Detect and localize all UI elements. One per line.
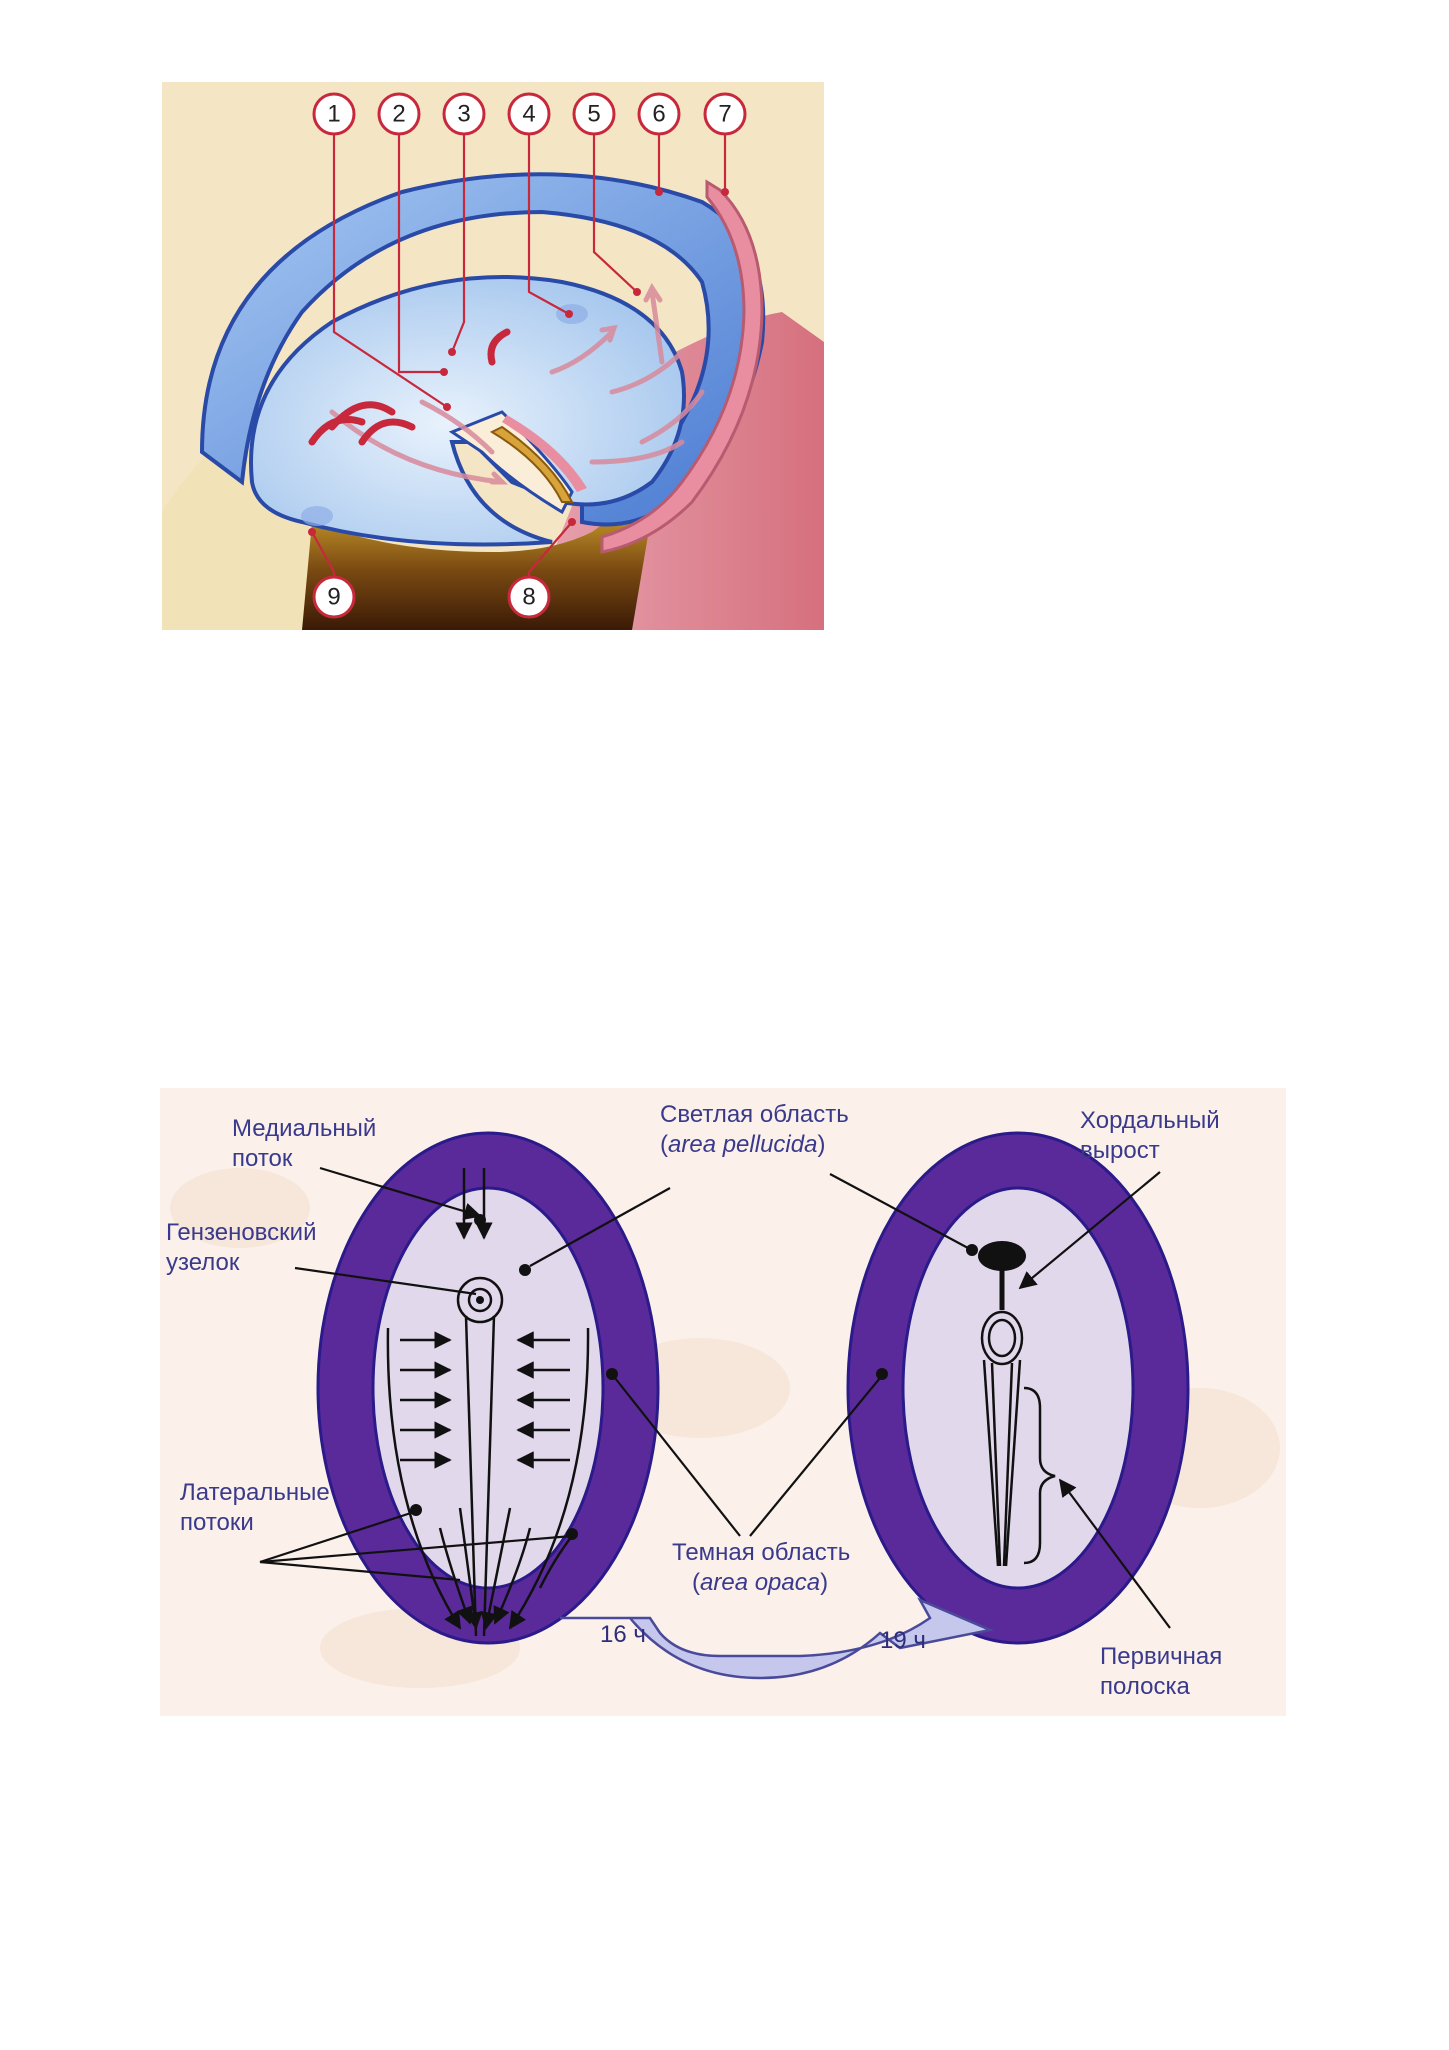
callout-7-text: 7 xyxy=(718,101,731,128)
label-notochord-line1: Хордальный xyxy=(1080,1107,1220,1134)
streak-brace xyxy=(1023,1386,1056,1565)
cut-pink-layer xyxy=(502,415,587,492)
callout-9: 9 xyxy=(312,575,356,619)
callout-9-text: 9 xyxy=(327,584,340,611)
callout-8: 8 xyxy=(507,575,551,619)
callout-8-text: 8 xyxy=(522,584,535,611)
label-medial-flow-line2: поток xyxy=(232,1145,293,1172)
callout-4-text: 4 xyxy=(522,101,535,128)
time-16h: 16 ч xyxy=(600,1621,646,1648)
time-19h: 19 ч xyxy=(880,1627,926,1654)
label-area-opaca-line2: (area opaca) xyxy=(692,1569,828,1596)
label-primitive-streak-line2: полоска xyxy=(1100,1673,1190,1700)
cell-flow-diagram: Медиальный поток Гензеновский узелок Лат… xyxy=(160,1088,1286,1716)
callout-3-text: 3 xyxy=(457,101,470,128)
callout-6: 6 xyxy=(637,92,681,136)
label-notochord-line2: вырост xyxy=(1080,1137,1160,1164)
spot-9 xyxy=(301,506,333,526)
hensens-node xyxy=(456,1276,504,1324)
callout-3: 3 xyxy=(442,92,486,136)
label-medial-flow-line1: Медиальный xyxy=(232,1115,376,1142)
label-area-opaca-line1: Темная область xyxy=(672,1539,850,1566)
label-hensens-node-line2: узелок xyxy=(166,1249,240,1276)
callout-2: 2 xyxy=(377,92,421,136)
label-lateral-flows-line2: потоки xyxy=(180,1509,254,1536)
callout-2-text: 2 xyxy=(392,101,405,128)
time-transition-arrow xyxy=(560,1597,995,1680)
callout-dots xyxy=(308,188,729,536)
label-hensens-node-line1: Гензеновский xyxy=(166,1219,316,1246)
callout-1-text: 1 xyxy=(327,101,340,128)
pink-membrane xyxy=(600,179,764,554)
convergence-arrows-left xyxy=(400,1331,570,1469)
label-primitive-streak-line1: Первичная xyxy=(1100,1643,1222,1670)
label-area-pellucida-line2: (area pellucida) xyxy=(660,1131,825,1158)
embryo-dish-illustration: 1 2 3 4 5 6 7 8 9 xyxy=(162,82,824,630)
primitive-streak-left xyxy=(464,1315,496,1637)
callout-4: 4 xyxy=(507,92,551,136)
red-crescents xyxy=(308,328,511,446)
lateral-arrows xyxy=(386,1327,590,1630)
label-leaders xyxy=(259,1166,1171,1629)
embryo-right xyxy=(846,1131,1190,1645)
label-area-pellucida-line1: Светлая область xyxy=(660,1101,849,1128)
cut-gold-layer xyxy=(489,425,574,503)
callout-1: 1 xyxy=(312,92,356,136)
notochord-process xyxy=(978,1241,1026,1271)
outer-shell xyxy=(199,172,766,527)
flow-arrows xyxy=(329,283,705,485)
callout-7: 7 xyxy=(703,92,747,136)
medial-arrows xyxy=(455,1168,493,1240)
embryo-left xyxy=(316,1131,660,1645)
label-lateral-flows-line1: Латеральные xyxy=(180,1479,330,1506)
callout-5: 5 xyxy=(572,92,616,136)
callout-5-text: 5 xyxy=(587,101,600,128)
yolk-mass xyxy=(302,509,652,630)
callout-6-text: 6 xyxy=(652,101,665,128)
pointer-dots-right xyxy=(876,1244,978,1380)
primitive-streak-right xyxy=(980,1310,1024,1567)
